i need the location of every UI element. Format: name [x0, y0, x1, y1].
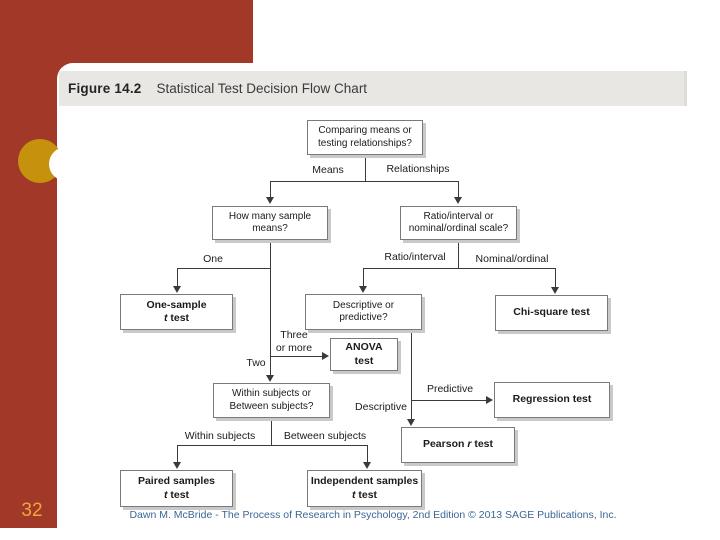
flow-node-anova-test: ANOVA test	[330, 338, 398, 371]
slide-footer-attribution: Dawn M. McBride - The Process of Researc…	[129, 509, 617, 521]
connector	[458, 240, 459, 268]
connector	[270, 181, 459, 182]
node-line: Independent samples	[310, 475, 419, 488]
arrowhead	[322, 352, 329, 360]
arrowhead	[359, 286, 367, 293]
flow-node-scale-question: Ratio/interval or nominal/ordinal scale?	[400, 206, 517, 240]
node-line: predictive?	[339, 312, 388, 323]
flow-node-chi-square-test: Chi-square test	[495, 295, 608, 331]
edge-label-three-or-more: Three or more	[268, 329, 320, 354]
flow-node-how-many-sample-means: How many sample means?	[212, 206, 328, 240]
flow-node-comparing: Comparing means or testing relationships…	[307, 120, 423, 155]
node-line: t test	[163, 312, 190, 324]
node-line: Paired samples	[137, 475, 216, 488]
node-line: Descriptive or	[332, 299, 395, 311]
maroon-side-bar	[0, 0, 57, 528]
flow-node-paired-samples-t-test: Paired samples t test	[120, 470, 233, 507]
connector	[177, 445, 368, 446]
node-line: testing relationships?	[318, 137, 412, 149]
connector	[363, 268, 364, 287]
edge-label-descriptive: Descriptive	[355, 401, 407, 413]
edge-label-relationships: Relationships	[386, 163, 450, 175]
edge-label-ratio-interval: Ratio/interval	[384, 251, 446, 263]
node-line: means?	[252, 223, 288, 234]
node-line: One-sample	[146, 298, 207, 311]
node-line: Ratio/interval or	[423, 210, 494, 222]
figure-title-bar: Figure 14.2 Statistical Test Decision Fl…	[59, 71, 687, 106]
gold-circle-notch	[49, 147, 83, 181]
node-line: nominal/ordinal scale?	[408, 223, 509, 234]
connector	[365, 155, 366, 181]
connector	[177, 268, 178, 287]
arrowhead	[173, 462, 181, 469]
edge-label-line: or more	[275, 341, 313, 354]
arrowhead	[407, 419, 415, 426]
node-line: How many sample	[228, 210, 312, 222]
arrowhead	[266, 375, 274, 382]
connector	[270, 240, 271, 376]
node-line: test	[354, 354, 374, 367]
edge-label-predictive: Predictive	[426, 383, 474, 395]
flow-node-one-sample-t-test: One-sample t test	[120, 294, 233, 330]
flow-node-independent-samples-t-test: Independent samples t test	[307, 470, 422, 507]
flow-node-descriptive-or-predictive: Descriptive or predictive?	[305, 294, 422, 330]
arrowhead	[486, 396, 493, 404]
node-line: Within subjects or	[232, 388, 311, 399]
connector	[271, 418, 272, 445]
edge-label-line: Three	[280, 329, 308, 341]
arrowhead	[551, 287, 559, 294]
arrowhead	[173, 286, 181, 293]
arrowhead	[363, 462, 371, 469]
arrowhead	[266, 197, 274, 204]
connector	[411, 400, 487, 401]
edge-label-within-subjects: Within subjects	[184, 430, 256, 442]
node-line: Pearson r test	[422, 438, 494, 451]
edge-label-one: One	[203, 253, 223, 265]
figure-number-label: Figure 14.2	[68, 81, 142, 96]
node-line: t test	[351, 488, 378, 501]
node-line: Comparing means or	[318, 125, 412, 136]
node-line: t test	[163, 488, 190, 501]
figure-title: Statistical Test Decision Flow Chart	[156, 81, 368, 96]
connector	[177, 268, 270, 269]
flow-node-regression-test: Regression test	[494, 382, 610, 418]
connector	[270, 356, 323, 357]
connector	[458, 181, 459, 198]
edge-label-means: Means	[312, 164, 344, 176]
edge-label-two: Two	[246, 357, 266, 369]
connector	[367, 445, 368, 463]
node-line: ANOVA	[345, 341, 383, 354]
node-line: Between subjects?	[229, 400, 314, 412]
connector	[270, 181, 271, 198]
edge-label-nominal-ordinal: Nominal/ordinal	[475, 253, 549, 265]
node-line: Regression test	[512, 393, 592, 406]
node-line: Chi-square test	[513, 306, 590, 319]
flow-node-within-or-between-subjects: Within subjects or Between subjects?	[213, 383, 330, 418]
connector	[363, 268, 555, 269]
connector	[177, 445, 178, 463]
slide-page-number: 32	[21, 500, 43, 521]
arrowhead	[454, 197, 462, 204]
edge-label-between-subjects: Between subjects	[283, 430, 367, 442]
connector	[411, 330, 412, 420]
connector	[555, 268, 556, 288]
flow-node-pearson-r-test: Pearson r test	[401, 427, 515, 463]
